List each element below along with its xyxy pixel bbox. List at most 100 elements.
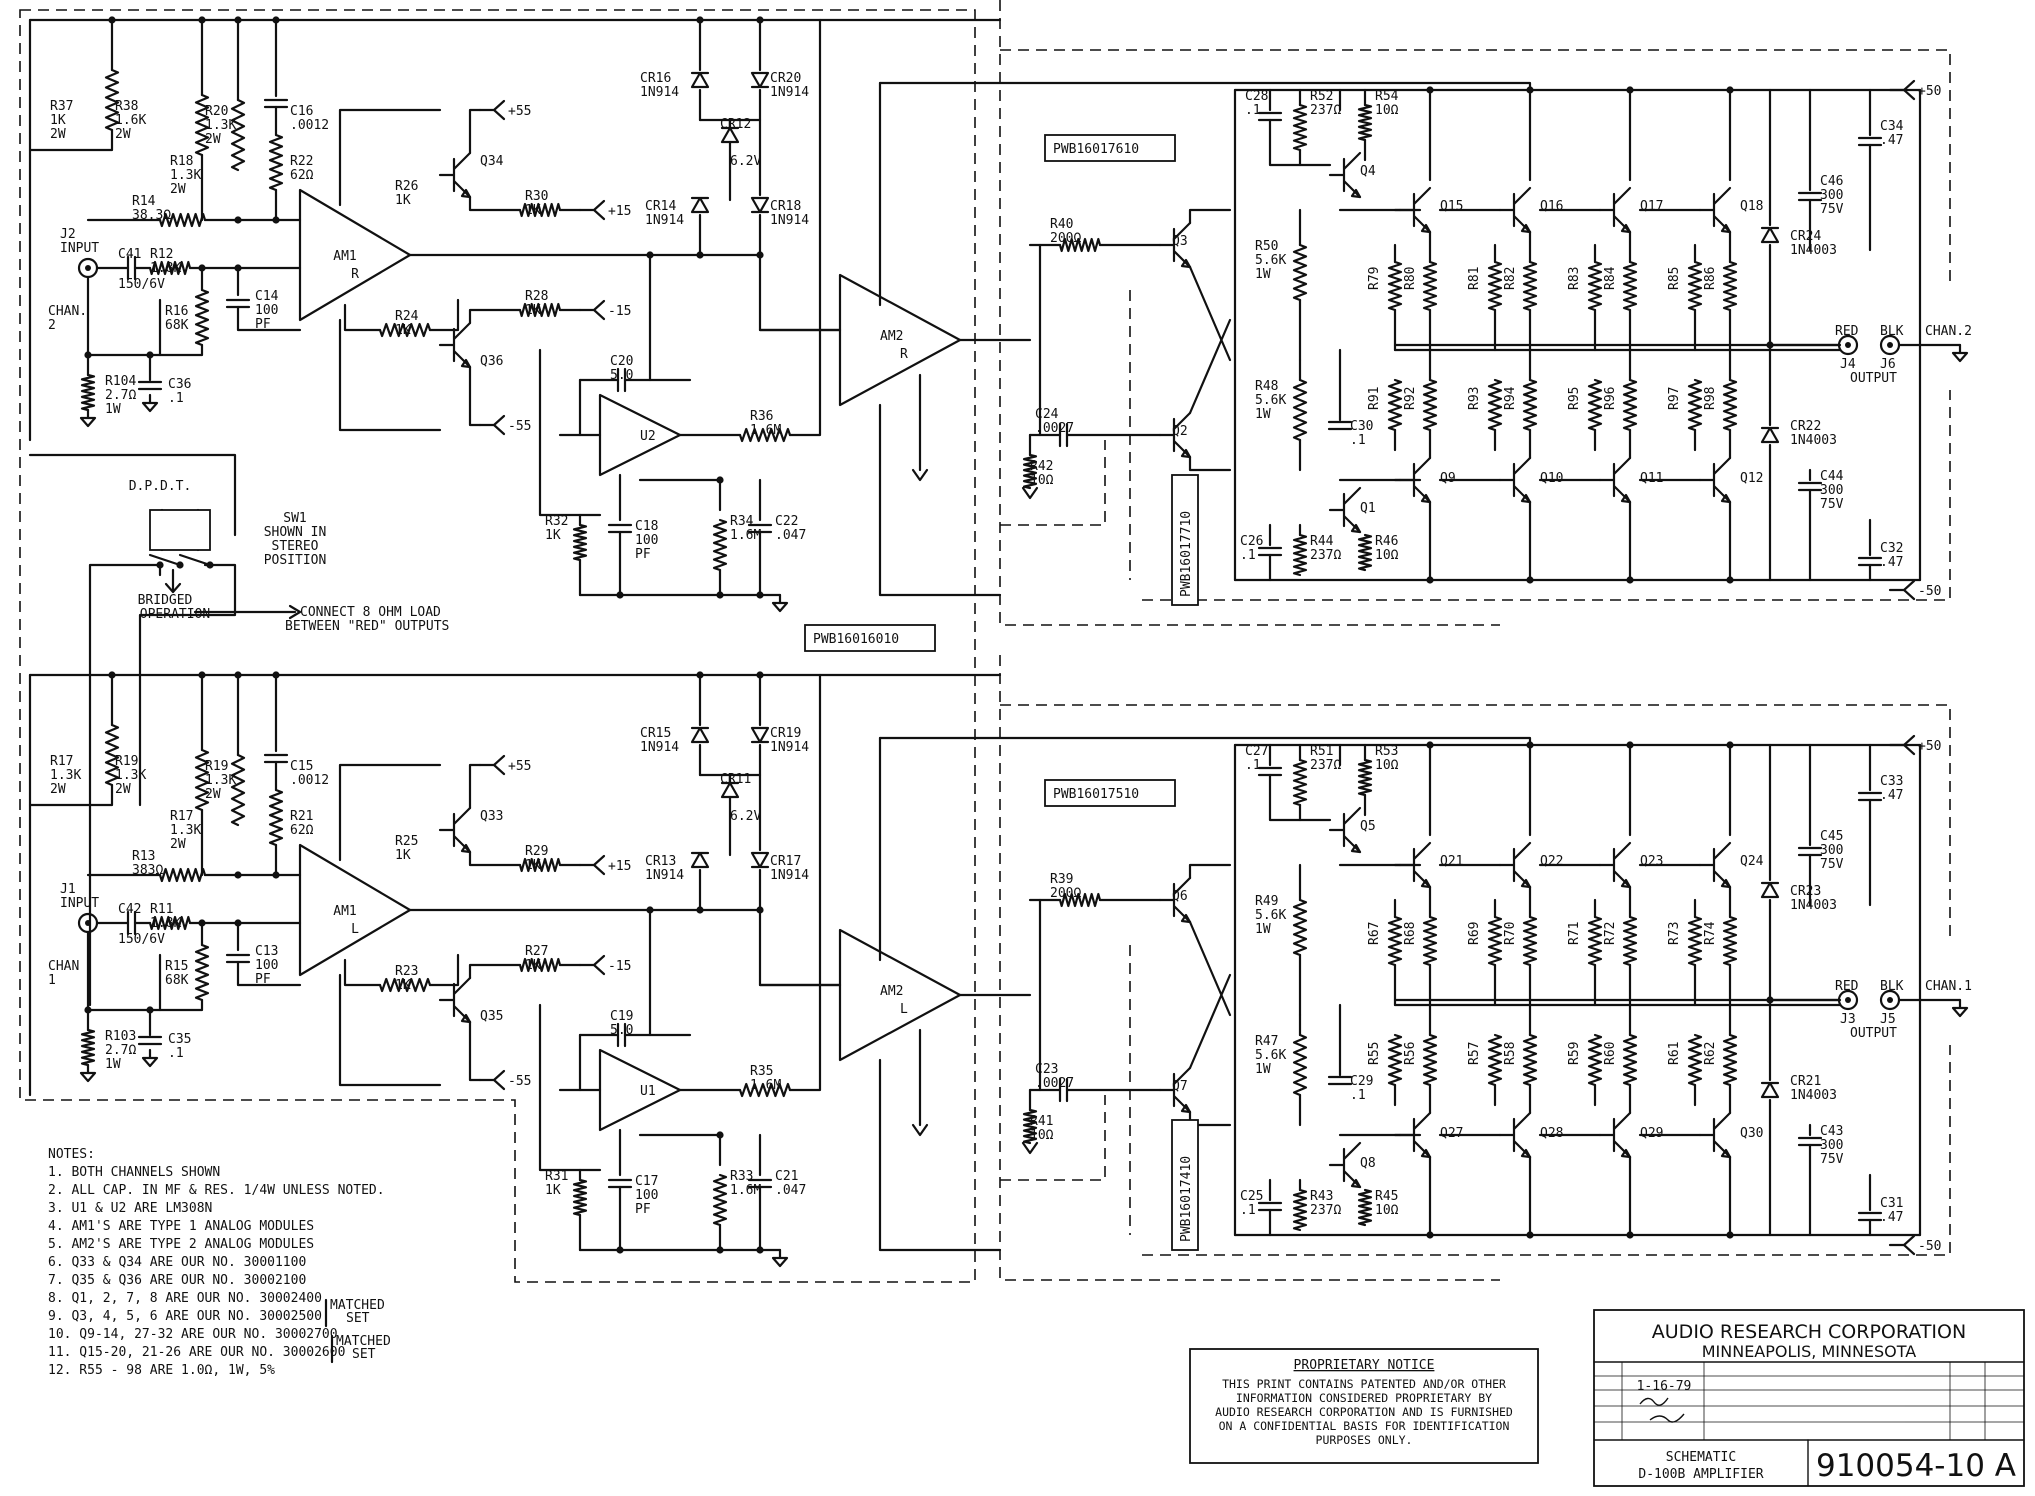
resistor [194, 943, 210, 1002]
component-label: .0027 [1035, 421, 1074, 436]
component-label: 75V [1820, 202, 1844, 217]
component-label: OUTPUT [1850, 1026, 1897, 1041]
component-label: R51 [1310, 744, 1333, 759]
component-label: 10Ω [1375, 548, 1399, 563]
component-label: R37 [50, 99, 73, 114]
component-label: 1W [1255, 407, 1271, 422]
component-label: L [900, 1002, 908, 1017]
resistor [1387, 1033, 1403, 1087]
drawing-subtitle: D-100B AMPLIFIER [1638, 1467, 1763, 1482]
junction-dot [198, 264, 206, 272]
component-label: Q22 [1540, 854, 1563, 869]
component-label: C45 [1820, 829, 1843, 844]
component-label: C36 [168, 377, 191, 392]
am2-amplifier [838, 928, 962, 1062]
note-line: 10. Q9-14, 27-32 ARE OUR NO. 30002700 [48, 1327, 338, 1342]
wire [638, 1133, 722, 1167]
component-label: CHAN. [48, 304, 87, 319]
emitter-arrow [1620, 493, 1632, 504]
component-label: C32 [1880, 541, 1903, 556]
junction-dot [1426, 1231, 1434, 1239]
component-label: R14 [132, 194, 156, 209]
component-label: 2.7Ω [105, 1043, 136, 1058]
component-label: 1W [105, 402, 121, 417]
emitter-arrow [1180, 448, 1192, 459]
component-label: 237Ω [1310, 758, 1341, 773]
component-label: 1.3K [205, 118, 236, 133]
component-label: CONNECT 8 OHM LOAD [300, 605, 441, 620]
component-label: Q3 [1172, 234, 1188, 249]
driver-transistor [438, 806, 472, 854]
resistor [1722, 1033, 1738, 1087]
supply-label: -15 [608, 304, 631, 319]
proprietary-title: PROPRIETARY NOTICE [1294, 1358, 1435, 1373]
component-label: 62Ω [290, 823, 314, 838]
component-label: 62Ω [290, 168, 314, 183]
emitter-arrow [1620, 878, 1632, 889]
component-label: 1K [525, 858, 541, 873]
resistor [378, 322, 432, 338]
resistor [230, 98, 246, 172]
supply-rail-icon [1888, 1234, 1916, 1256]
component-label: R20 [205, 104, 228, 119]
resistor [1622, 378, 1638, 432]
bias-transistor [1328, 151, 1362, 199]
wire [758, 213, 842, 332]
resistor [1722, 260, 1738, 312]
component-label: 383Ω [132, 863, 163, 878]
junction-dot [272, 871, 280, 879]
component-label: 6.2V [730, 154, 761, 169]
component-label: R24 [395, 309, 419, 324]
component-label: C21 [775, 1169, 798, 1184]
junction-dot [146, 1006, 154, 1014]
drawing-number: 910054-10 A [1816, 1448, 2016, 1484]
supply-rail-icon [478, 754, 506, 776]
component-label: 1K [545, 1183, 561, 1198]
component-label: CR14 [645, 199, 676, 214]
component-label: 1W [105, 1057, 121, 1072]
resistor-label: R91 [1367, 387, 1382, 410]
resistor-label: R71 [1567, 922, 1582, 945]
component-label: 2W [205, 132, 221, 147]
junction-dot [206, 561, 214, 569]
wire [236, 305, 302, 332]
junction-dot [272, 216, 280, 224]
component-label: 75V [1820, 857, 1844, 872]
emitter-arrow [460, 358, 472, 369]
wire [538, 348, 602, 517]
resistor-label: R84 [1603, 266, 1618, 290]
wire [86, 930, 162, 1012]
wire [138, 563, 237, 807]
component-label: CR21 [1790, 1074, 1821, 1089]
capacitor [747, 1178, 773, 1189]
resistor [1622, 1033, 1638, 1087]
component-label: 2W [50, 127, 66, 142]
output-transistor [1698, 1111, 1732, 1159]
component-label: Q29 [1640, 1126, 1663, 1141]
component-label: J1 [60, 882, 76, 897]
junction-dot [108, 16, 116, 24]
capacitor [616, 1022, 627, 1048]
resistor [712, 518, 728, 572]
resistor-label: R85 [1667, 267, 1682, 290]
predriver-transistor [1158, 1066, 1192, 1114]
emitter-arrow [1420, 493, 1432, 504]
component-label: PF [635, 1202, 651, 1217]
arrow-icon [1021, 1141, 1039, 1155]
emitter-arrow [460, 843, 472, 854]
wire [86, 275, 162, 357]
ground-icon [79, 408, 97, 428]
resistor-label: R56 [1403, 1042, 1418, 1065]
wire [1593, 963, 1632, 1007]
resistor-label: R60 [1603, 1042, 1618, 1065]
note-line: 7. Q35 & Q36 ARE OUR NO. 30002100 [48, 1273, 306, 1288]
component-label: C15 [290, 759, 313, 774]
component-label: BRIDGED [138, 593, 193, 608]
capacitor [1797, 191, 1823, 202]
resistor [268, 133, 284, 192]
component-label: R26 [395, 179, 418, 194]
company-name: AUDIO RESEARCH CORPORATION [1652, 1321, 1966, 1343]
arrow-icon [1021, 486, 1039, 500]
component-label: C18 [635, 519, 658, 534]
capacitor [607, 1178, 633, 1189]
